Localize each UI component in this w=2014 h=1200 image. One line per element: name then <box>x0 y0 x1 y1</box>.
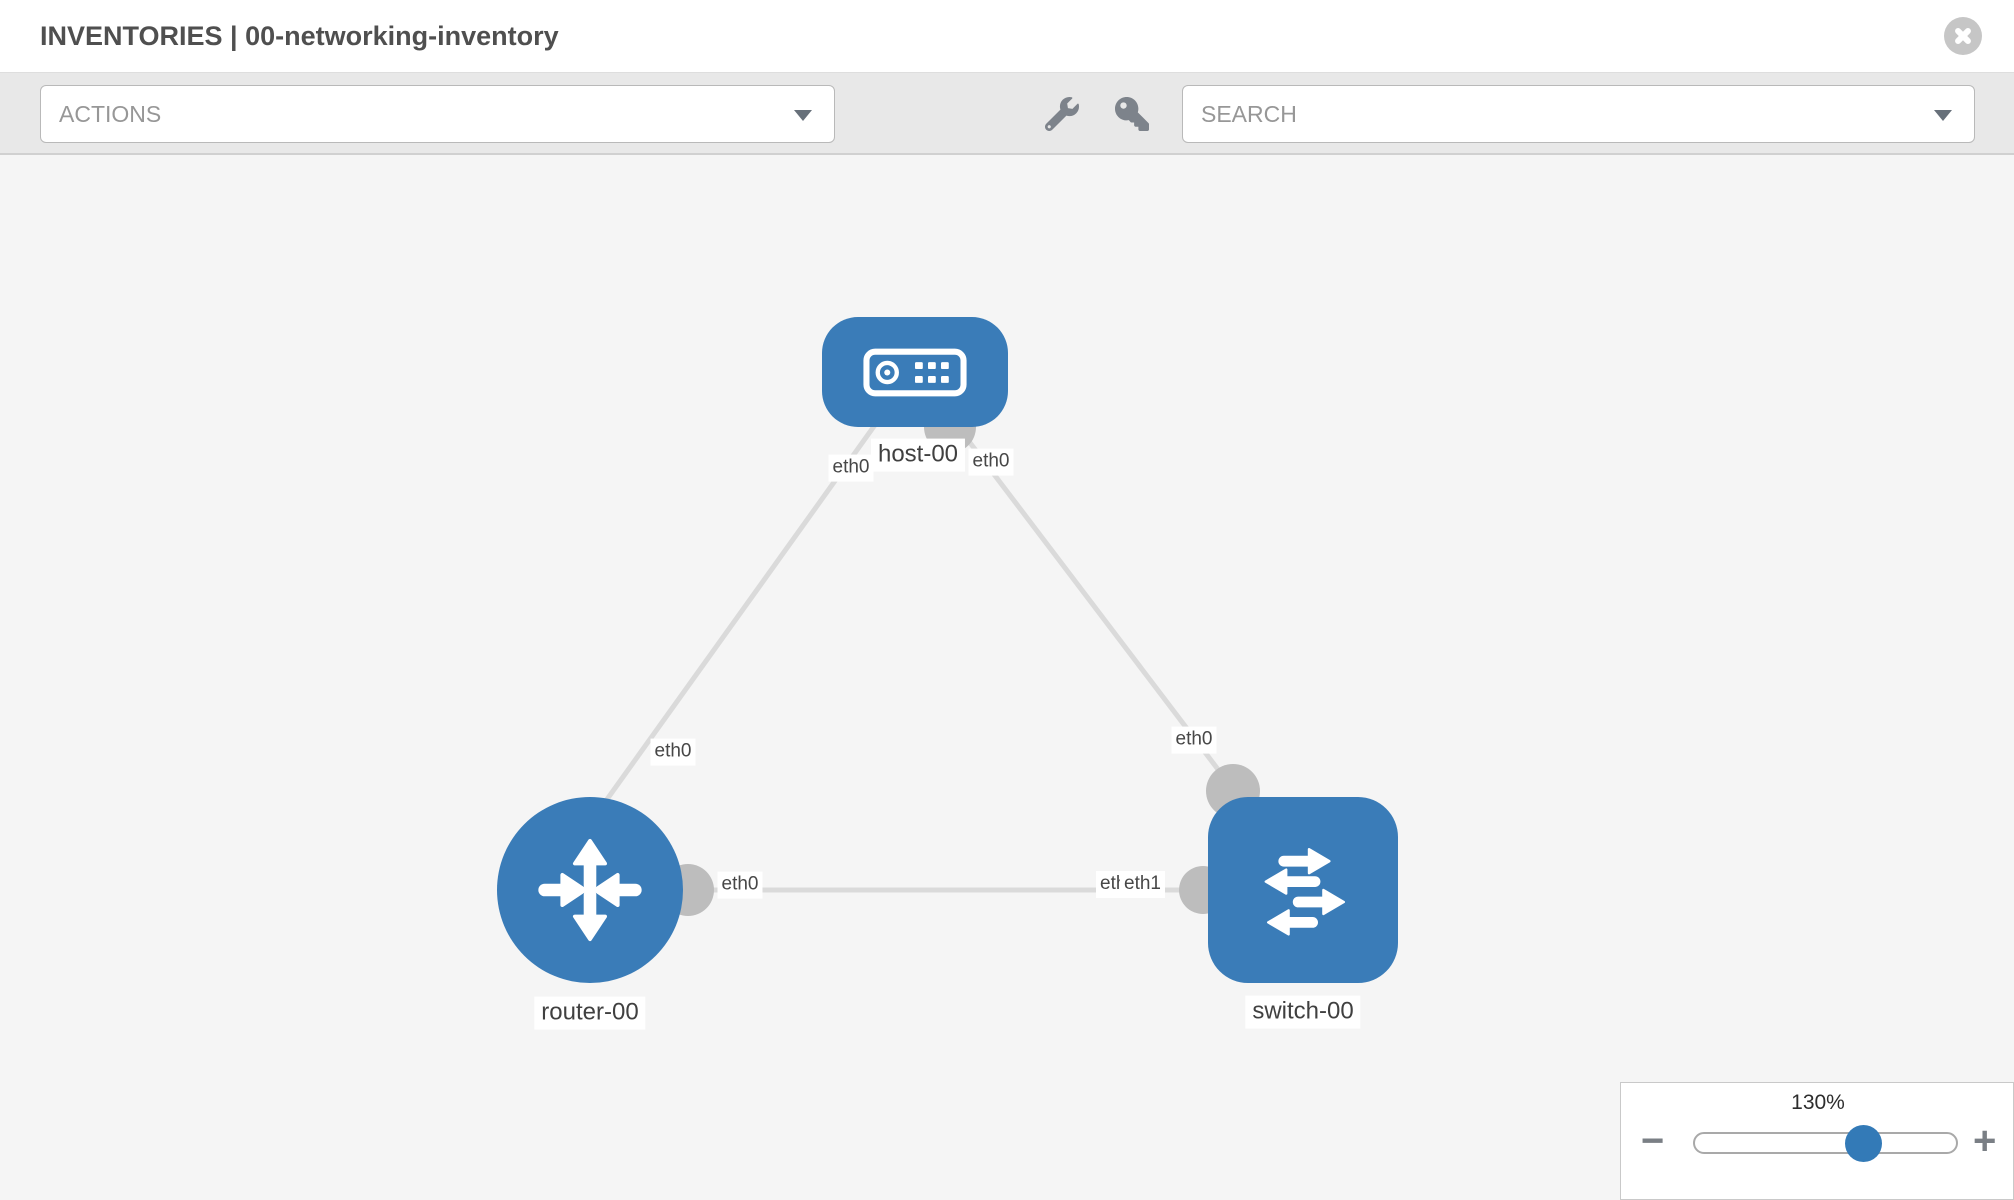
search-dropdown[interactable]: SEARCH <box>1182 85 1975 143</box>
interface-label-switch-top: eth0 <box>1171 726 1217 754</box>
page-title: INVENTORIES | 00-networking-inventory <box>40 21 559 51</box>
close-button[interactable] <box>1944 17 1982 55</box>
zoom-out-button[interactable]: − <box>1641 1119 1665 1163</box>
links-layer <box>557 388 1290 916</box>
host-icon <box>863 348 967 396</box>
configure-button[interactable] <box>1040 95 1084 135</box>
header: INVENTORIES | 00-networking-inventory <box>0 0 2014 72</box>
chevron-down-icon <box>1934 110 1952 121</box>
node-host-00[interactable] <box>822 317 1008 427</box>
search-input-placeholder: SEARCH <box>1201 101 1297 127</box>
zoom-slider-handle[interactable] <box>1845 1125 1882 1162</box>
node-label-host: host-00 <box>870 438 966 472</box>
chevron-down-icon <box>794 110 812 121</box>
key-icon <box>1115 97 1149 131</box>
zoom-slider-track[interactable] <box>1693 1132 1958 1154</box>
interface-label-host-right: eth0 <box>968 448 1014 476</box>
interface-label-link-switch-side-front: eth1 <box>1120 871 1165 898</box>
router-icon <box>538 838 642 942</box>
interface-label-link-router-side: eth0 <box>717 871 763 899</box>
wrench-icon <box>1045 97 1079 131</box>
interface-label-host-left: eth0 <box>828 454 874 482</box>
switch-icon <box>1264 848 1345 936</box>
node-label-switch: switch-00 <box>1245 995 1361 1029</box>
node-switch-00[interactable] <box>1208 797 1398 983</box>
zoom-level-value: 130% <box>1791 1091 1845 1114</box>
node-label-router: router-00 <box>534 996 646 1030</box>
actions-dropdown-placeholder: ACTIONS <box>59 101 162 127</box>
zoom-control-panel: 130% − + <box>1620 1082 2014 1200</box>
interface-label-router-top: eth0 <box>650 738 696 766</box>
credentials-button[interactable] <box>1110 95 1154 135</box>
topology-canvas[interactable]: host-00 router-00 switch-00 eth0 eth0 et… <box>0 155 2014 1200</box>
node-router-00[interactable] <box>497 797 683 983</box>
zoom-in-button[interactable]: + <box>1973 1119 1997 1163</box>
actions-dropdown[interactable]: ACTIONS <box>40 85 835 143</box>
toolbar: ACTIONS SEARCH <box>0 72 2014 155</box>
